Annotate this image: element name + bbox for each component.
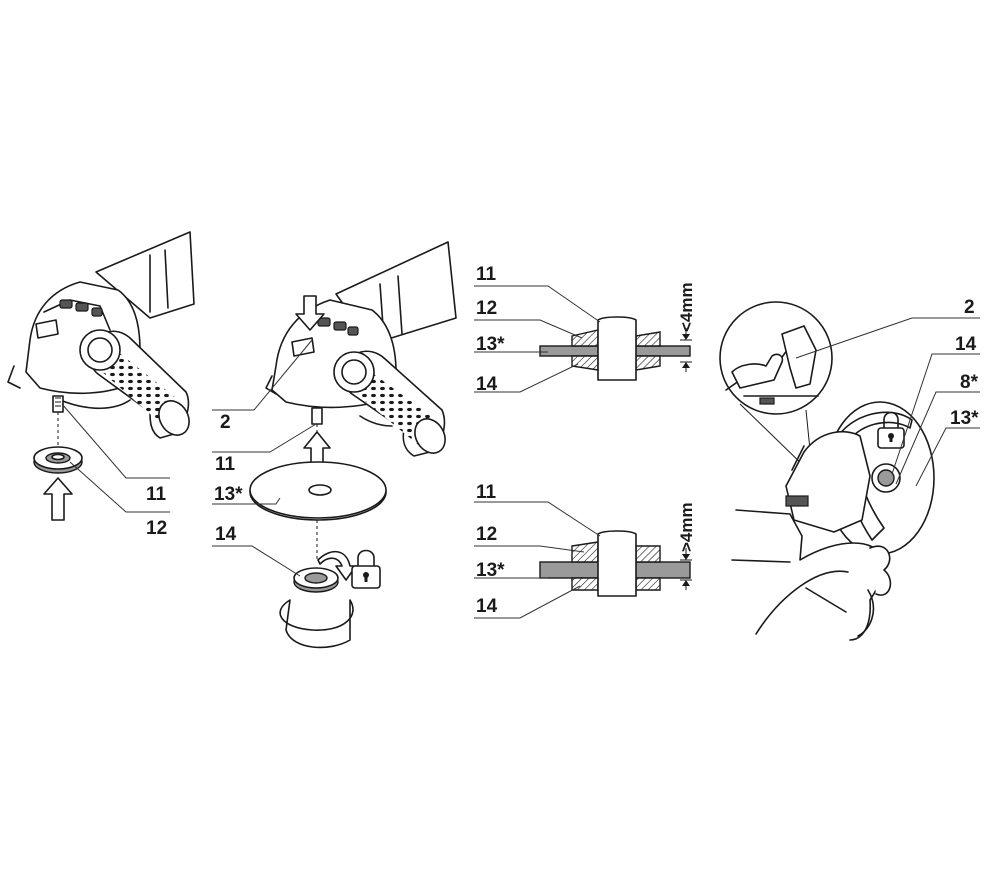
label-spindle: 11 bbox=[476, 264, 497, 285]
label-guard: 8* bbox=[960, 372, 979, 393]
rotate-arrow-icon bbox=[279, 599, 354, 649]
label-disc: 13* bbox=[476, 334, 505, 355]
push-down-arrow-icon bbox=[295, 295, 325, 331]
label-lock-button: 2 bbox=[964, 297, 975, 318]
label-nut: 14 bbox=[215, 524, 237, 545]
label-spindle: 11 bbox=[476, 482, 497, 503]
label-spindle: 11 bbox=[146, 484, 167, 505]
label-flange: 12 bbox=[476, 524, 497, 545]
label-lock-button: 2 bbox=[220, 412, 231, 433]
dimension-less-4mm: <4mm bbox=[677, 282, 696, 332]
panel-3a-thin-disc-section: <4mm 11 12 13* 14 bbox=[474, 264, 696, 395]
label-nut: 14 bbox=[476, 596, 498, 617]
label-spindle: 11 bbox=[215, 454, 236, 475]
dimension-greater-4mm: >4mm bbox=[677, 502, 696, 552]
panel-2-mount-disc: 2 11 13* 14 bbox=[212, 241, 457, 649]
label-flange: 12 bbox=[146, 518, 167, 539]
label-disc: 13* bbox=[476, 560, 505, 581]
panel-4-tighten-nut: 2 14 8* 13* bbox=[719, 297, 980, 641]
padlock-icon bbox=[877, 411, 905, 449]
panel-1-remove-flange: 11 12 bbox=[7, 231, 195, 539]
panel-3b-thick-disc-section: >4mm 11 12 13* 14 bbox=[474, 482, 696, 619]
label-nut: 14 bbox=[476, 374, 498, 395]
label-disc: 13* bbox=[950, 408, 979, 429]
label-nut: 14 bbox=[955, 334, 977, 355]
label-disc: 13* bbox=[214, 484, 243, 505]
label-flange: 12 bbox=[476, 298, 497, 319]
padlock-icon bbox=[351, 549, 381, 589]
